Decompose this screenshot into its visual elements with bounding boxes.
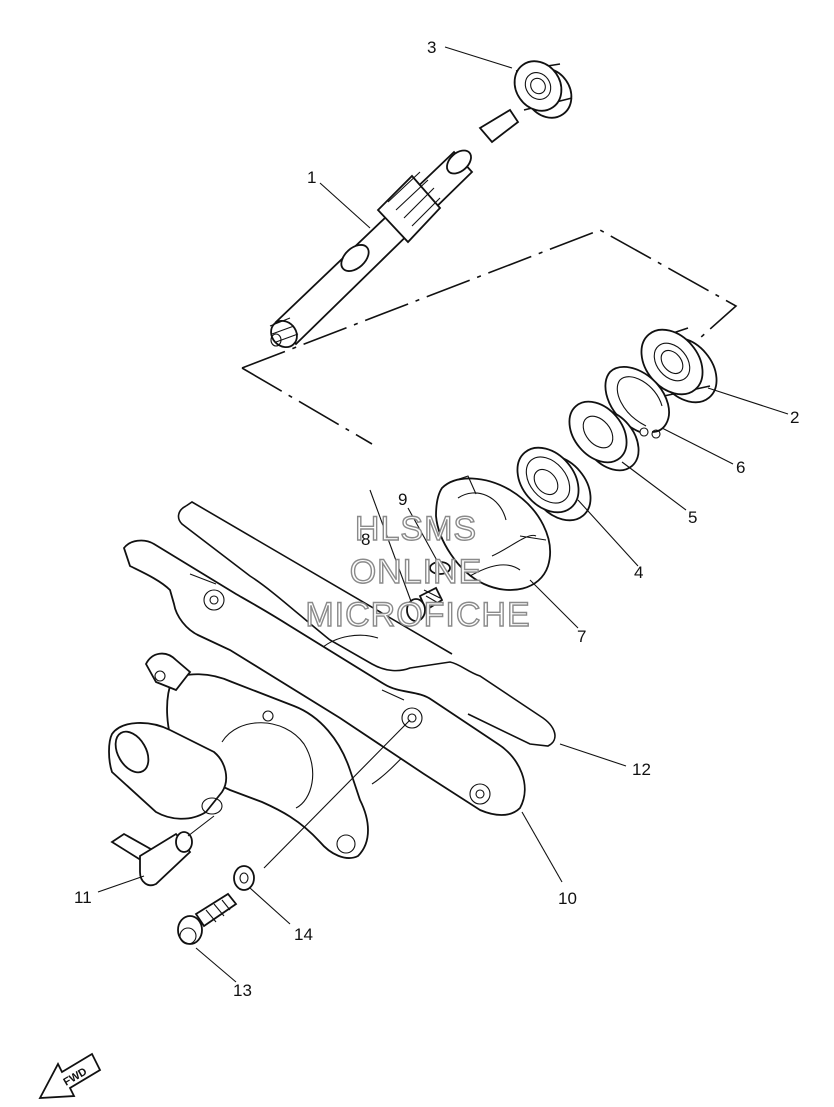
callout-10: 10 (558, 889, 577, 908)
part-14-washer (233, 865, 255, 891)
callout-9: 9 (398, 490, 407, 509)
part-8-bolt (406, 586, 444, 622)
watermark-line-1: HLSMS (355, 510, 477, 548)
part-11-hose-fitting (110, 831, 193, 887)
callout-12: 12 (632, 760, 651, 779)
watermark-line-2: ONLINE (350, 553, 483, 591)
callout-6: 6 (736, 458, 745, 477)
part-6-circlip (604, 366, 670, 439)
callout-1: 1 (307, 168, 316, 187)
callout-13: 13 (233, 981, 252, 1000)
watermark-line-3: MICROFICHE (305, 596, 530, 634)
part-3-bearing (513, 60, 573, 119)
callout-8: 8 (361, 530, 370, 549)
part-1-shaft (269, 108, 520, 349)
part-10-pump-cover (122, 539, 526, 816)
pump-housing (108, 652, 369, 859)
callout-2: 2 (790, 408, 799, 427)
callout-5: 5 (688, 508, 697, 527)
callout-3: 3 (427, 38, 436, 57)
part-7-impeller (435, 475, 551, 591)
part-2-bearing (640, 327, 718, 404)
part-5-oil-seal (568, 400, 640, 472)
part-4-mechanical-seal (516, 446, 592, 522)
fwd-arrow-icon: FWD (38, 1052, 102, 1099)
part-12-gasket (177, 505, 556, 747)
callout-7: 7 (577, 627, 586, 646)
assembly-bracket (241, 229, 738, 445)
callout-4: 4 (634, 563, 643, 582)
watermark: HLSMS ONLINE MICROFICHE (305, 509, 531, 634)
callout-11: 11 (74, 888, 92, 907)
callout-14: 14 (294, 925, 313, 944)
part-9-washer (429, 561, 451, 575)
leader-lines (97, 46, 789, 983)
part-13-bolt (177, 892, 238, 945)
